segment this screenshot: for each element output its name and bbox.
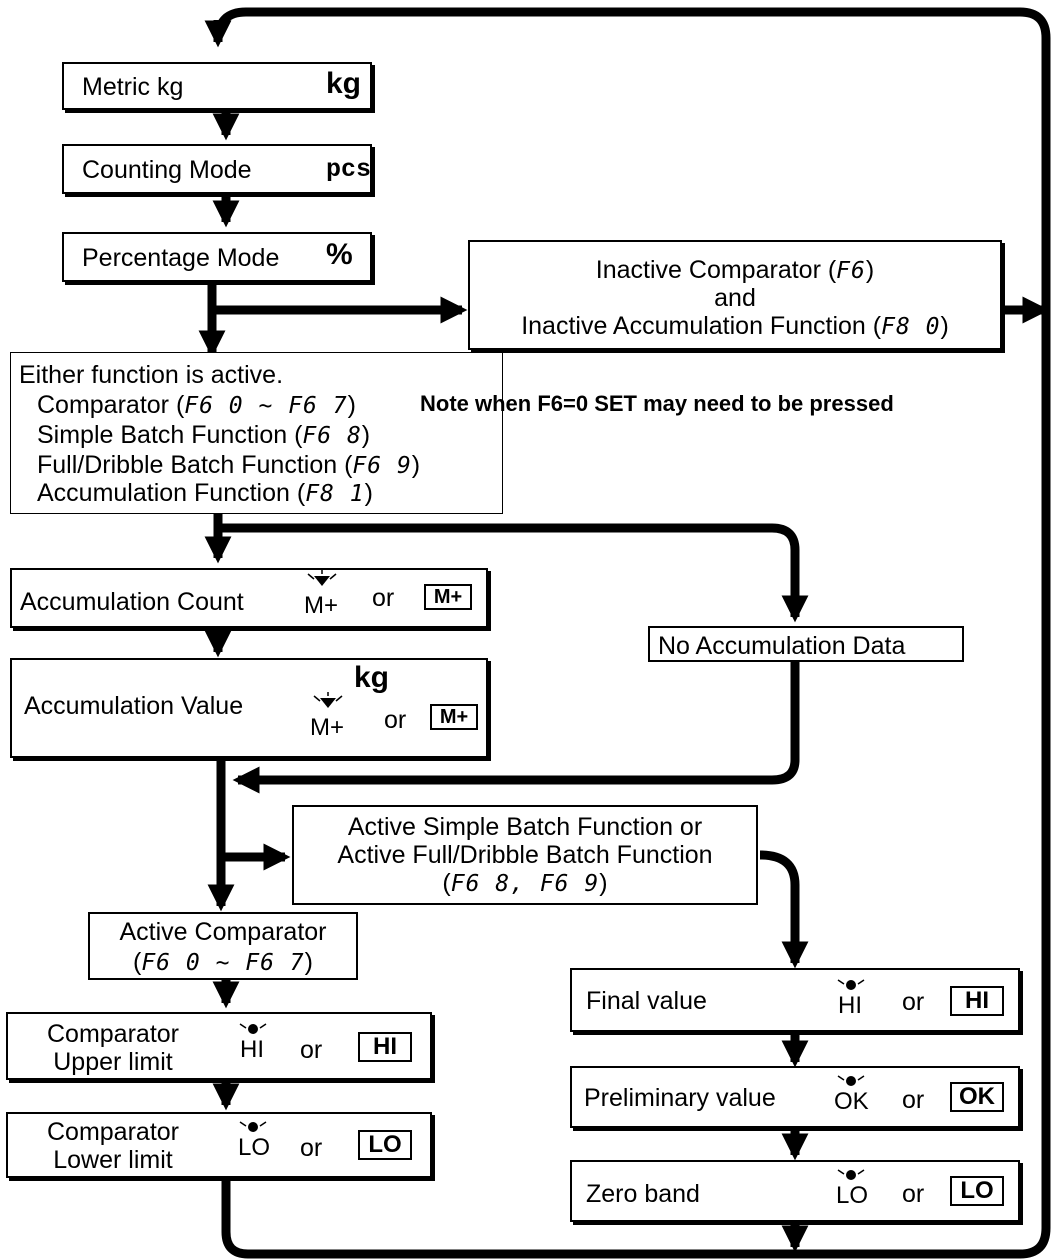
final-value-label: Final value (586, 987, 707, 1015)
accum-value-box: Accumulation Value kg M+ or M+ (10, 658, 488, 758)
or-text: or (372, 584, 395, 612)
active-comparator-line2: (F6 0 ~ F6 7) (133, 948, 313, 976)
final-value-box: Final value HI or HI (570, 968, 1020, 1032)
active-batch-box: Active Simple Batch Function or Active F… (292, 805, 758, 905)
no-accum-label: No Accumulation Data (658, 632, 906, 660)
no-accum-box: No Accumulation Data (648, 626, 964, 662)
percentage-mode-label: Percentage Mode (82, 244, 280, 272)
arrow-no-accum-back (232, 660, 800, 794)
hi-lcd: HI (950, 986, 1004, 1016)
m-plus-lcd: M+ (430, 704, 478, 730)
active-batch-line1: Active Simple Batch Function or (347, 813, 703, 841)
either-simple: Simple Batch Function (F6 8) (37, 421, 371, 449)
note-text: Note when F6=0 SET may need to be presse… (420, 391, 894, 416)
kg-unit: kg (354, 661, 390, 694)
metric-kg-label: Metric kg (82, 73, 184, 101)
lo-lcd: LO (358, 1130, 412, 1160)
active-batch-line3: (F6 8, F6 9) (442, 869, 608, 897)
inactive-line3: Inactive Accumulation Function (F8 0) (521, 312, 949, 340)
or-text: or (300, 1134, 323, 1162)
accum-count-box: Accumulation Count M+ or M+ (10, 568, 488, 628)
arrow-to-no-accum (218, 523, 809, 623)
either-function-box: Either function is active. Comparator (F… (10, 352, 503, 514)
or-text: or (384, 706, 407, 734)
kg-unit: kg (326, 67, 362, 100)
arrow-batch-final (759, 850, 809, 969)
active-batch-line2: Active Full/Dribble Batch Function (337, 841, 713, 869)
accum-value-label: Accumulation Value (24, 692, 244, 720)
pcs-unit: pcs (326, 155, 372, 184)
loop-bottom-line (221, 1040, 1051, 1259)
upper-limit-line2: Upper limit (53, 1048, 173, 1076)
ok-lcd: OK (950, 1082, 1004, 1112)
inactive-box: Inactive Comparator (F6) and Inactive Ac… (468, 240, 1002, 350)
or-text: or (902, 988, 925, 1016)
either-comparator: Comparator (F6 0 ~ F6 7) (37, 391, 356, 419)
either-title: Either function is active. (19, 361, 284, 389)
zero-band-box: Zero band LO or LO (570, 1160, 1020, 1222)
or-text: or (902, 1086, 925, 1114)
counting-mode-label: Counting Mode (82, 156, 252, 184)
preliminary-value-label: Preliminary value (584, 1084, 776, 1112)
lower-limit-line1: Comparator (47, 1118, 179, 1146)
inactive-line1: Inactive Comparator (F6) (595, 256, 875, 284)
active-comparator-box: Active Comparator (F6 0 ~ F6 7) (88, 912, 358, 980)
lower-limit-line2: Lower limit (53, 1146, 173, 1174)
metric-kg-box: Metric kg kg (62, 62, 372, 110)
accum-count-label: Accumulation Count (20, 588, 244, 616)
preliminary-value-box: Preliminary value OK or OK (570, 1066, 1020, 1128)
either-full: Full/Dribble Batch Function (F6 9) (37, 451, 421, 479)
zero-band-label: Zero band (586, 1180, 700, 1208)
percentage-mode-box: Percentage Mode % (62, 232, 372, 282)
counting-mode-box: Counting Mode pcs (62, 144, 372, 194)
percent-unit: % (326, 238, 353, 271)
upper-limit-line1: Comparator (47, 1020, 179, 1048)
lo-lcd: LO (950, 1176, 1004, 1206)
upper-limit-box: Comparator Upper limit HI or HI (6, 1012, 432, 1080)
lower-limit-box: Comparator Lower limit LO or LO (6, 1112, 432, 1178)
m-plus-lcd: M+ (424, 584, 472, 610)
or-text: or (300, 1036, 323, 1064)
active-comparator-line1: Active Comparator (119, 918, 327, 946)
hi-lcd: HI (358, 1032, 412, 1062)
inactive-line2: and (714, 284, 756, 312)
or-text: or (902, 1180, 925, 1208)
either-accum: Accumulation Function (F8 1) (37, 479, 373, 507)
